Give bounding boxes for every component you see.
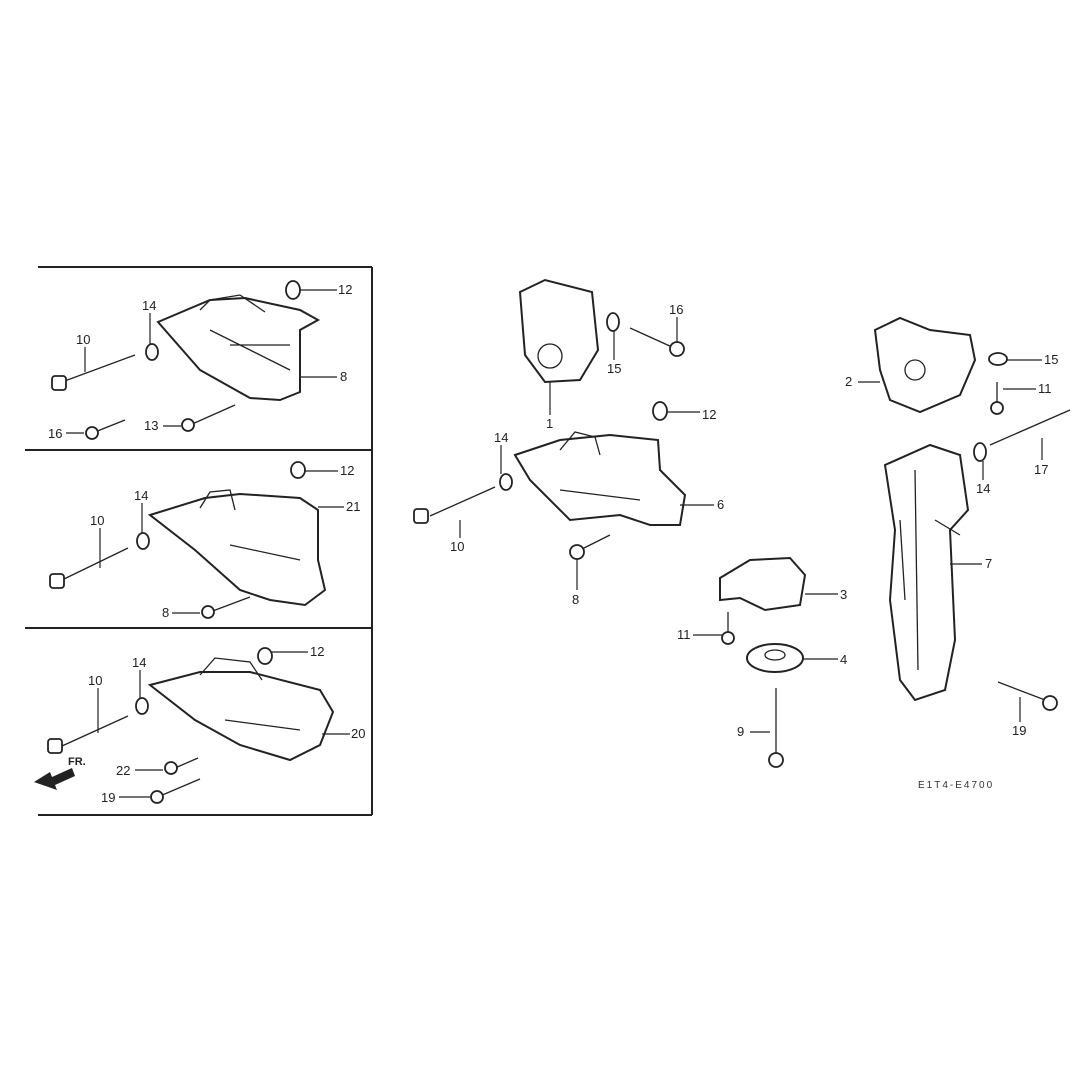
callout-10: 10 [88,673,103,688]
callout-14: 14 [134,488,149,503]
callout-7: 7 [985,556,993,571]
panel2-parts [49,461,327,619]
right-parts [873,316,1071,711]
callout-8: 8 [340,369,348,384]
callout-19: 19 [1012,723,1027,738]
leader-lines [66,289,1043,798]
callout-13: 13 [144,418,159,433]
callout-12: 12 [338,282,353,297]
callout-12: 12 [310,644,325,659]
fr-arrow-icon [34,768,75,790]
callout-10: 10 [76,332,91,347]
callout-14: 14 [142,298,157,313]
callout-22: 22 [116,763,131,778]
callout-14: 14 [976,481,991,496]
callout-4: 4 [840,652,848,667]
callout-12: 12 [702,407,717,422]
callout-12: 12 [340,463,355,478]
callout-9: 9 [737,724,745,739]
callout-1: 1 [546,416,554,431]
callout-6: 6 [717,497,725,512]
callout-19: 19 [101,790,116,805]
callout-8: 8 [162,605,170,620]
callout-20: 20 [351,726,366,741]
callout-10: 10 [90,513,105,528]
callout-16: 16 [48,426,63,441]
callout-11: 11 [677,627,691,642]
diagram-code: E1T4-E4700 [918,780,995,791]
callout-17: 17 [1034,462,1049,477]
panel3-parts [34,647,335,804]
fr-arrow-label: FR. [68,756,86,768]
callout-8: 8 [572,592,580,607]
callout-10: 10 [450,539,465,554]
callout-15: 15 [1044,352,1059,367]
callout-15: 15 [607,361,622,376]
callout-14: 14 [132,655,147,670]
callout-16: 16 [669,302,684,317]
callout-11: 11 [1038,381,1052,396]
middle-parts [413,278,807,768]
callout-21: 21 [346,499,361,514]
panel1-parts [51,280,321,440]
callout-2: 2 [845,374,853,389]
callout-3: 3 [840,587,848,602]
panel-frames [25,266,373,816]
callout-14: 14 [494,430,509,445]
